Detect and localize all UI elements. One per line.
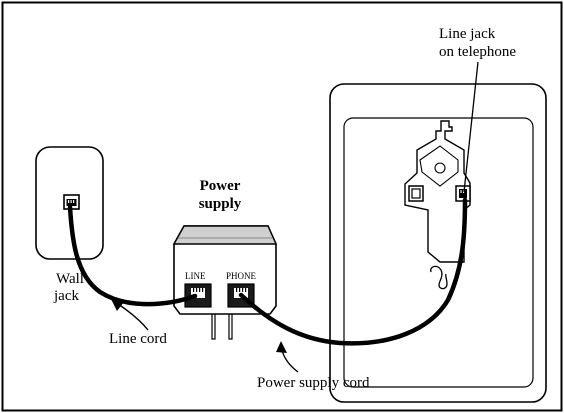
line-cord-label: Line cord xyxy=(109,331,167,347)
wall-jack xyxy=(35,146,104,260)
port-line-label: LINE xyxy=(185,271,206,281)
power-supply-line-port-icon xyxy=(184,283,212,308)
power-supply-cord xyxy=(238,197,468,346)
line-cord-arrow-icon xyxy=(111,299,149,331)
telephone-base xyxy=(329,83,547,403)
power-supply-label-2: supply xyxy=(199,196,242,212)
power-supply-cord-arrow-icon xyxy=(276,341,299,373)
power-supply-cord-label: Power supply cord xyxy=(257,375,370,391)
phone-handset-jack-icon xyxy=(408,185,424,202)
power-supply: LINE PHONE xyxy=(172,225,278,340)
port-phone-label: PHONE xyxy=(226,271,257,281)
wall-jack-label-2: jack xyxy=(53,288,79,304)
wall-jack-label-1: Wall xyxy=(56,271,84,287)
line-jack-label-1: Line jack xyxy=(439,26,496,42)
line-jack-label-2: on telephone xyxy=(439,44,516,60)
telephone-line-jack-icon xyxy=(455,185,471,202)
line-jack-pointer xyxy=(463,61,479,193)
line-cord xyxy=(67,204,198,307)
wall-jack-socket-icon xyxy=(63,194,80,210)
power-supply-label-1: Power xyxy=(200,178,241,194)
